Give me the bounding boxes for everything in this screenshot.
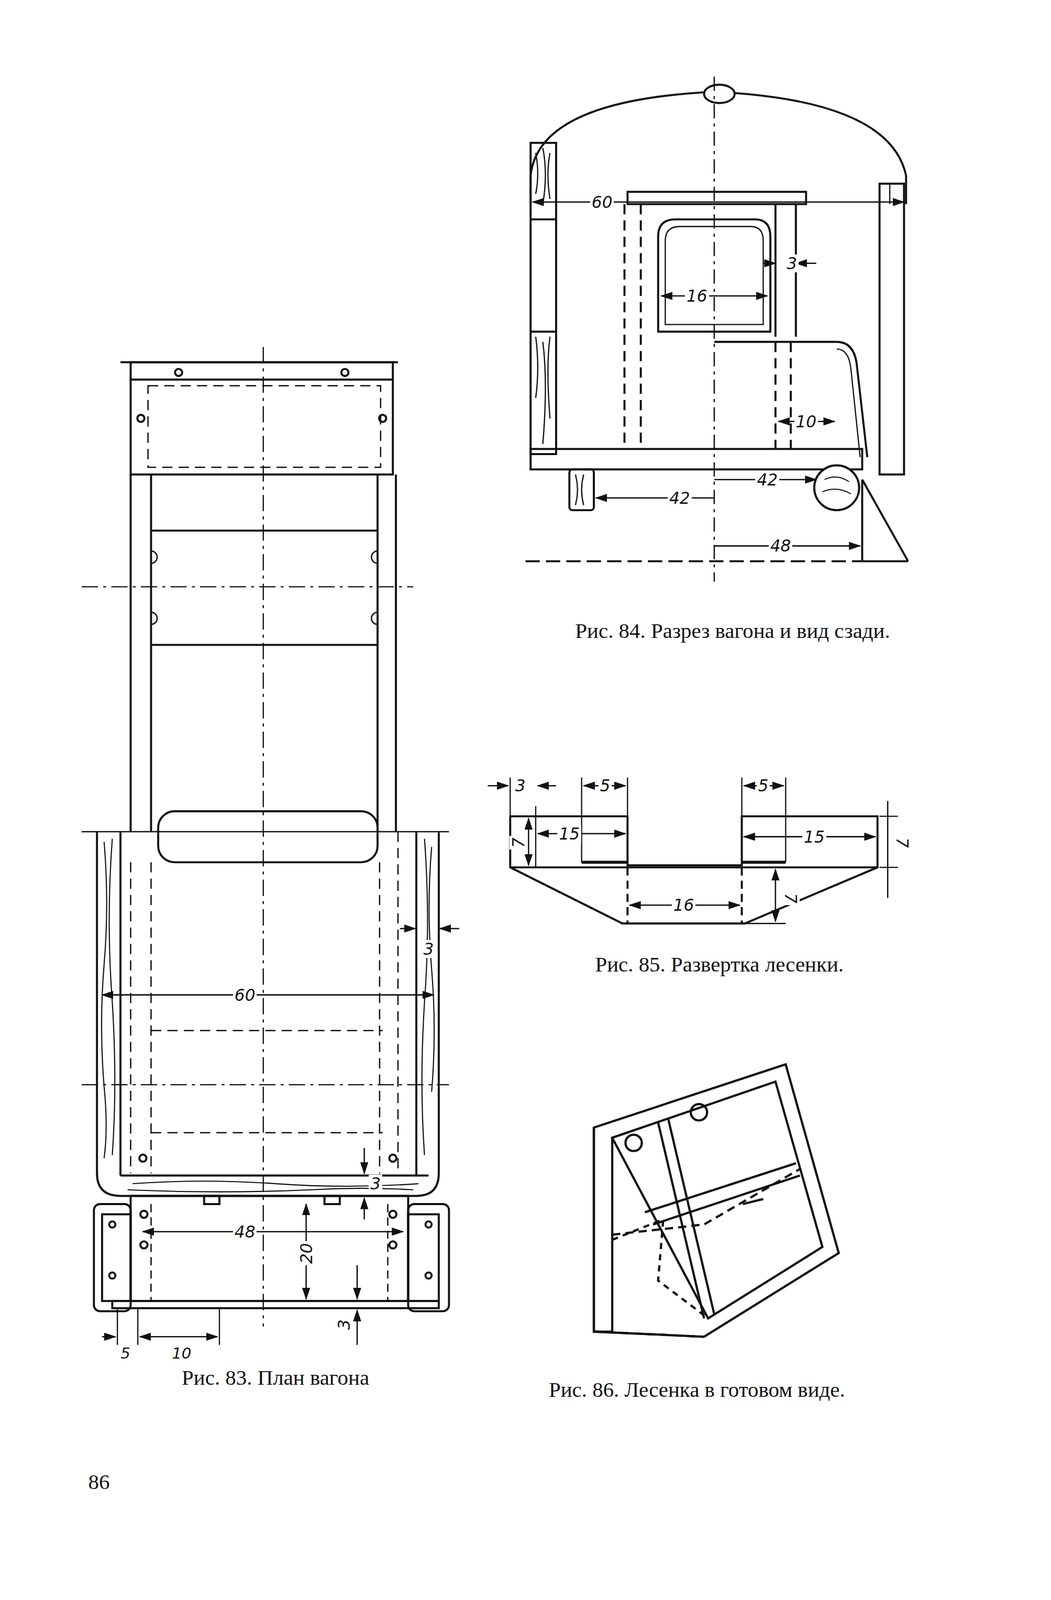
dimension-label: 48 [233, 1222, 258, 1241]
figure-caption: Рис. 83. План вагона [110, 1365, 441, 1390]
car-plan-figure [81, 346, 460, 1345]
page-number: 86 [67, 1469, 132, 1494]
figure-caption: Рис. 86. Лесенка в готовом виде. [542, 1377, 853, 1402]
dimension-label: 3 [368, 1174, 383, 1193]
dimension-label: 42 [667, 489, 692, 507]
dimension-label: 10 [794, 412, 819, 431]
figure-caption: Рис. 84. Разрез вагона и вид сзади. [526, 618, 938, 643]
dimension-label: 10 [170, 1344, 193, 1362]
dimension-label: 48 [768, 536, 793, 555]
dimension-label: 3 [421, 939, 436, 958]
dimension-label: 16 [684, 286, 710, 305]
dimension-label: 3 [784, 254, 799, 273]
ladder-finished-figure [593, 1064, 839, 1337]
dimension-label: 20 [296, 1241, 315, 1266]
dimension-label: 60 [590, 193, 615, 212]
dimension-label: 60 [233, 986, 258, 1004]
car-section-figure [525, 76, 909, 582]
dimension-label: 15 [802, 827, 827, 846]
dimension-label: 5 [598, 776, 613, 795]
ladder-unfold-figure [487, 777, 898, 924]
dimension-label: 7 [781, 891, 800, 905]
dimension-label: 7 [509, 836, 528, 850]
dimension-label: 7 [892, 836, 911, 850]
figure-caption: Рис. 85. Развертка лесенки. [483, 952, 956, 977]
dimension-label: 5 [756, 776, 771, 795]
dimension-label: 16 [671, 895, 696, 914]
dimension-label: 3 [335, 1317, 353, 1332]
dimension-label: 5 [118, 1344, 132, 1362]
dimension-label: 42 [755, 470, 780, 489]
dimension-label: 3 [513, 776, 528, 795]
dimension-label: 15 [557, 824, 582, 843]
